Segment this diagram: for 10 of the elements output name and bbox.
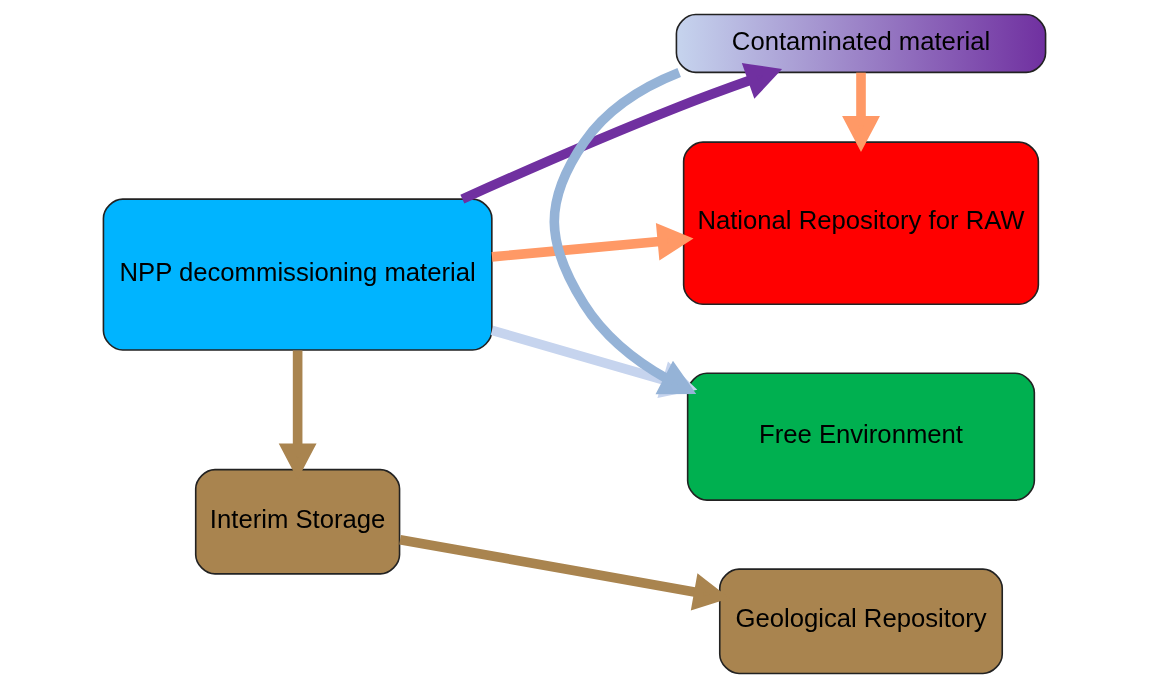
arrow: [842, 72, 880, 153]
node-box: Free Environment: [686, 372, 1036, 501]
node-box: Interim Storage: [194, 468, 401, 575]
arrow: [549, 68, 697, 395]
node-box: NPP decommissioning material: [102, 198, 493, 351]
node-box: National Repository for RAW: [682, 141, 1040, 306]
node-box: Geological Repository: [718, 568, 1004, 675]
arrow: [491, 222, 694, 262]
arrow: [460, 63, 783, 204]
node-box: Contaminated material: [675, 13, 1047, 74]
